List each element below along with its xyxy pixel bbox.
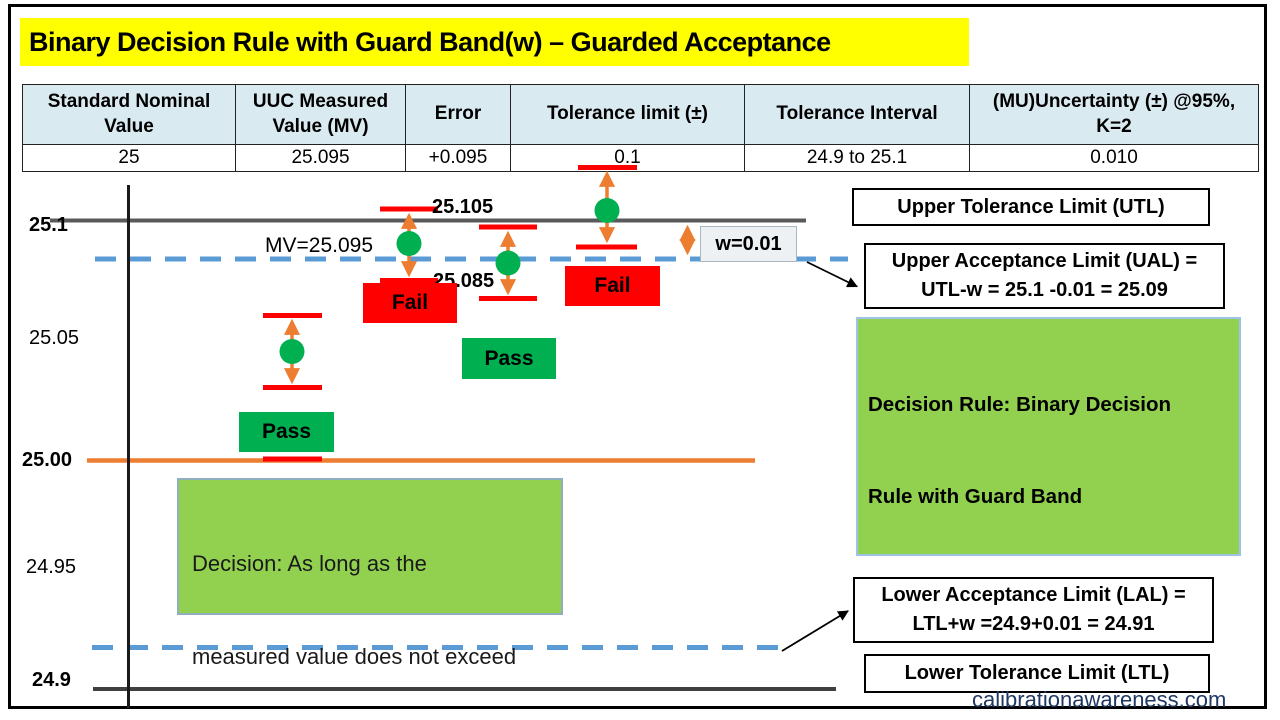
lal-callout-line1: Lower Acceptance Limit (LAL) =: [881, 584, 1186, 606]
y-label-25-00: 25.00: [22, 449, 73, 471]
table-value-row: 25 25.095 +0.095 0.1 24.9 to 25.1 0.010: [22, 144, 1259, 172]
decision-rule-line: Decision Rule: Binary Decision: [868, 393, 1172, 417]
lal-callout-box: Lower Acceptance Limit (LAL) = LTL+w =24…: [853, 577, 1214, 643]
guard-band-value-box: w=0.01: [700, 226, 797, 262]
col-header-tolerance-limit: Tolerance limit (±): [510, 84, 745, 145]
ual-callout-line1: Upper Acceptance Limit (UAL) =: [891, 250, 1198, 272]
y-label-25-1: 25.1: [29, 214, 68, 236]
ual-callout-box: Upper Acceptance Limit (UAL) = UTL-w = 2…: [864, 243, 1225, 309]
y-label-25-05: 25.05: [29, 327, 80, 349]
col-header-error: Error: [405, 84, 511, 145]
decision-rule-box: Decision Rule: Binary Decision Rule with…: [856, 317, 1241, 692]
col-header-standard-nominal-value: Standard Nominal Value: [22, 84, 236, 145]
utl-callout-text: Upper Tolerance Limit (UTL): [897, 195, 1165, 218]
watermark: calibrationawareness.com: [972, 687, 1227, 712]
ltl-callout-box: Lower Tolerance Limit (LTL): [864, 654, 1210, 693]
page-title: Binary Decision Rule with Guard Band(w) …: [20, 18, 969, 66]
cell-uncertainty: 0.010: [969, 144, 1259, 172]
decision-note-line: Decision: As long as the: [192, 551, 427, 576]
cell-standard-nominal-value: 25: [22, 144, 236, 172]
cell-tolerance-limit: 0.1: [510, 144, 745, 172]
utl-callout-box: Upper Tolerance Limit (UTL): [852, 188, 1210, 226]
pass-badge-1: Pass: [239, 412, 334, 452]
fail-badge-1: Fail: [363, 283, 457, 323]
cell-tolerance-interval: 24.9 to 25.1: [744, 144, 970, 172]
col-header-tolerance-interval: Tolerance Interval: [744, 84, 970, 145]
ltl-callout-text: Lower Tolerance Limit (LTL): [904, 662, 1170, 684]
mv-label: MV=25.095: [265, 234, 373, 257]
cell-error: +0.095: [405, 144, 511, 172]
cell-uuc-measured-value: 25.095: [235, 144, 406, 172]
col-header-uncertainty: (MU)Uncertainty (±) @95%, K=2: [969, 84, 1259, 145]
col-header-uuc-measured-value: UUC Measured Value (MV): [235, 84, 406, 145]
y-label-24-9: 24.9: [32, 669, 71, 691]
decision-note-line: measured value does not exceed: [192, 644, 517, 669]
fail-badge-2: Fail: [565, 266, 660, 306]
data-table: Standard Nominal Value UUC Measured Valu…: [22, 84, 1259, 172]
slide-border: [8, 4, 1267, 709]
table-header-row: Standard Nominal Value UUC Measured Valu…: [22, 84, 1259, 145]
ual-callout-line2: UTL-w = 25.1 -0.01 = 25.09: [921, 279, 1168, 301]
upper-point-value-label: 25.105: [432, 196, 494, 218]
y-label-24-95: 24.95: [26, 556, 77, 578]
lal-callout-line2: LTL+w =24.9+0.01 = 24.91: [912, 613, 1155, 635]
decision-note-box: Decision: As long as the measured value …: [177, 478, 563, 669]
pass-badge-2: Pass: [462, 338, 556, 379]
decision-rule-line: Rule with Guard Band: [868, 484, 1083, 508]
